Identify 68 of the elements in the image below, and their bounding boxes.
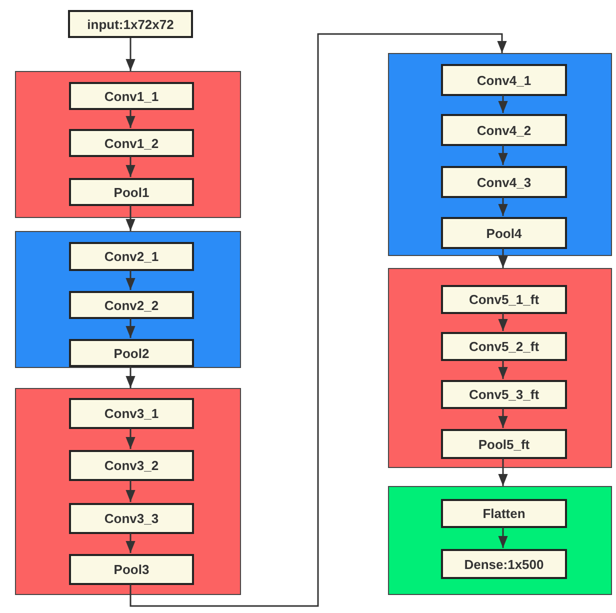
arrow	[126, 156, 136, 177]
arrow	[126, 270, 136, 290]
arrow	[126, 318, 136, 338]
layer-label: Conv4_3	[476, 174, 532, 190]
layer-box	[441, 380, 567, 409]
layer-label: Conv1_2	[104, 136, 159, 150]
arrow	[126, 533, 136, 553]
layer-label: Conv4_1	[476, 72, 532, 88]
layer-label: Pool4	[486, 226, 522, 240]
arrow	[498, 313, 508, 331]
layer-label: Conv5_3_ft	[468, 387, 540, 402]
layer-box	[69, 554, 194, 585]
layer-label: Conv4_2	[476, 122, 532, 138]
arrow	[498, 95, 508, 113]
arrow	[498, 408, 508, 428]
layer-label: input:1x72x72	[87, 16, 174, 32]
layer-label: Conv3_2	[104, 458, 159, 473]
arrow	[498, 197, 508, 216]
stage-panel	[388, 268, 612, 468]
layer-label: Pool3	[114, 562, 150, 577]
layer-box	[441, 285, 567, 314]
arrow	[126, 38, 136, 71]
layer-label: Conv1_1	[104, 88, 159, 104]
arrow	[126, 366, 136, 388]
layer-box	[69, 82, 194, 110]
arrow	[126, 205, 136, 231]
stage-panel	[388, 53, 612, 256]
stage-panel	[15, 388, 241, 595]
layer-box	[441, 332, 567, 361]
arrow	[126, 428, 136, 449]
layer-label: Conv5_1_ft	[468, 292, 540, 307]
arrow	[498, 458, 508, 486]
arrow	[130, 33, 507, 607]
arrow	[498, 145, 508, 165]
arrow	[498, 360, 508, 379]
stage-panel	[15, 71, 241, 218]
stage-panel	[15, 231, 241, 368]
layer-box	[69, 178, 194, 206]
layer-label: Flatten	[482, 506, 526, 521]
layer-label: Conv3_3	[104, 511, 159, 526]
stage-panel	[388, 486, 612, 595]
layer-label: Conv5_2_ft	[468, 339, 540, 354]
layer-box	[69, 129, 194, 157]
layer-label: Conv2_2	[104, 298, 159, 312]
layer-box	[69, 242, 194, 271]
arrow	[126, 480, 136, 502]
layer-box	[69, 398, 194, 429]
layer-box	[441, 114, 567, 146]
layer-box	[441, 429, 567, 459]
layer-label: Conv2_1	[104, 249, 159, 264]
layer-box	[69, 450, 194, 481]
layer-box	[69, 339, 194, 367]
arrow	[126, 109, 136, 128]
layer-label: Dense:1x500	[464, 556, 544, 572]
layer-label: Pool2	[114, 346, 150, 360]
layer-label: Pool1	[114, 184, 150, 200]
layer-label: Pool5_ft	[478, 436, 530, 452]
layer-box	[441, 166, 567, 198]
layer-box	[441, 549, 567, 579]
arrow	[498, 527, 508, 548]
layer-box	[441, 64, 567, 96]
layer-box	[441, 217, 567, 249]
arrow	[498, 248, 508, 268]
layer-box	[441, 499, 567, 528]
layer-box	[68, 10, 193, 38]
layer-label: Conv3_1	[104, 406, 159, 421]
layer-box	[69, 503, 194, 534]
layer-box	[69, 291, 194, 319]
